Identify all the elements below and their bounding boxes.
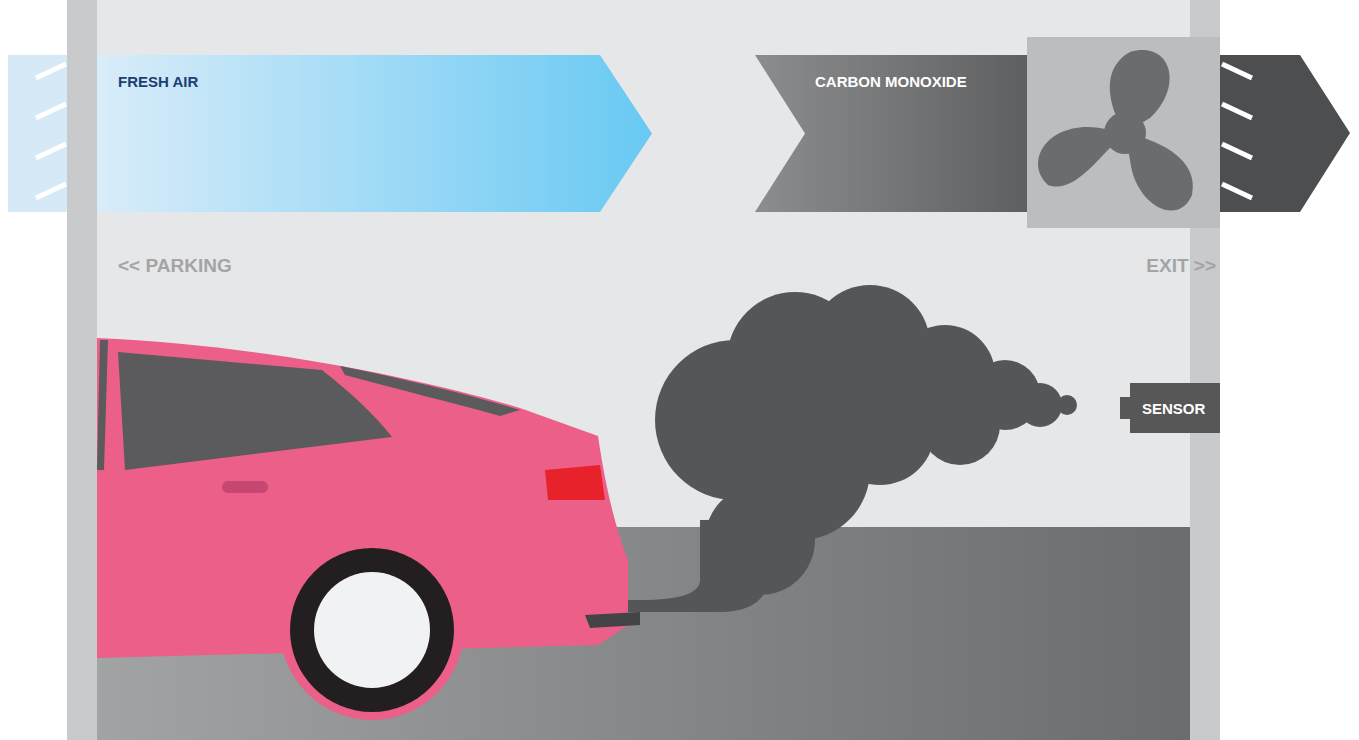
exhaust-cloud <box>598 285 1077 612</box>
inflow-streaks <box>36 64 66 198</box>
outflow-air <box>1220 55 1350 212</box>
fresh-air-arrow: FRESH AIR <box>97 55 652 212</box>
direction-label: EXIT >> <box>1146 255 1216 277</box>
outflow-streaks <box>1222 64 1252 198</box>
node-text: SENSOR <box>1142 400 1205 417</box>
sensor-box: SENSOR <box>1120 383 1220 433</box>
inflow-air <box>8 55 67 212</box>
left-wall <box>67 0 97 740</box>
node-shape <box>1120 383 1220 433</box>
node-shape <box>97 55 652 212</box>
fan-housing <box>1027 37 1220 228</box>
node-shape <box>755 55 1027 212</box>
direction-label: << PARKING <box>118 255 232 277</box>
carbon-monoxide-arrow: CARBON MONOXIDE <box>755 55 1027 212</box>
garage-wall <box>97 0 1190 740</box>
fan-symbol <box>1038 50 1193 211</box>
car <box>97 338 640 720</box>
node-text: FRESH AIR <box>118 73 652 90</box>
node-text: CARBON MONOXIDE <box>815 73 1027 90</box>
